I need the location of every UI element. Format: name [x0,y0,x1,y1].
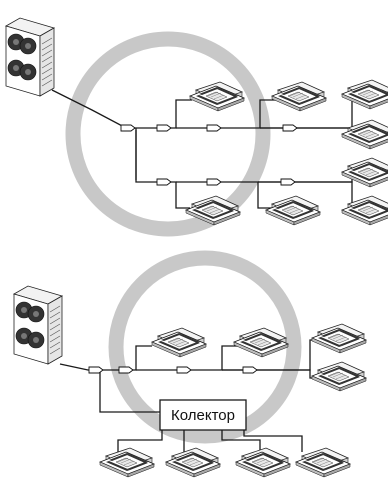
branch-joint-icon [206,124,222,132]
cassette-indoor-unit-icon [265,195,321,226]
branch-joint-icon [206,178,222,186]
bottom-diagram: Колектор [13,250,367,478]
branch-joint-icon [282,124,298,132]
top-indoor-units [185,79,388,226]
cassette-indoor-unit-icon [271,81,327,112]
cassette-indoor-unit-icon [151,327,207,358]
branch-joint-icon [88,366,104,374]
cassette-indoor-unit-icon [311,361,367,392]
cassette-indoor-unit-icon [295,447,351,478]
top-branch-joints [120,124,298,186]
branch-joint-icon [280,178,296,186]
branch-joint-icon [118,366,134,374]
branch-joint-icon [156,178,172,186]
cassette-indoor-unit-icon [341,119,388,150]
bottom-outdoor-unit-icon [13,285,63,365]
collector-box [159,399,247,431]
cassette-indoor-unit-icon [99,447,155,478]
cassette-indoor-unit-icon [165,447,221,478]
branch-joint-icon [120,124,136,132]
top-diagram [5,17,388,237]
cassette-indoor-unit-icon [341,195,388,226]
branch-joint-icon [156,124,172,132]
cassette-indoor-unit-icon [235,447,291,478]
branch-joint-icon [176,366,192,374]
cassette-indoor-unit-icon [341,79,388,110]
bottom-highlight-ring [108,250,302,444]
cassette-indoor-unit-icon [311,323,367,354]
top-outdoor-unit-icon [5,17,55,97]
collector-label: Колектор [171,407,235,424]
cassette-indoor-unit-icon [233,327,289,358]
top-highlight-ring [65,31,271,237]
branch-joint-icon [242,366,258,374]
cassette-indoor-unit-icon [189,81,245,112]
